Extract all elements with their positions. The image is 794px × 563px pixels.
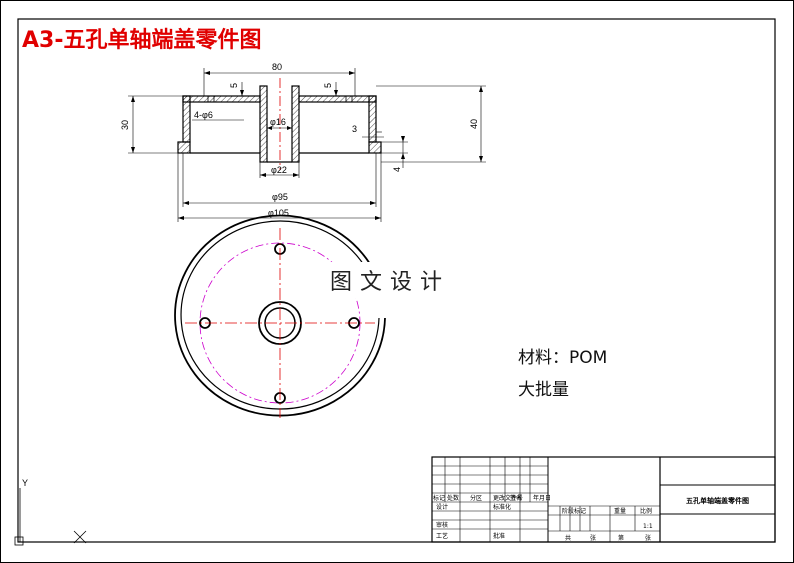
dimension-arrows — [131, 71, 483, 220]
dimension-lines — [128, 68, 486, 222]
tb-scale-value: 1:1 — [643, 523, 653, 530]
tb-label-total: 共 — [565, 534, 571, 542]
dim-30: 30 — [120, 120, 130, 130]
left-flange-section — [177, 141, 191, 154]
dim-80: 80 — [272, 62, 282, 72]
tb-label-sheet-no: 第 — [618, 534, 624, 542]
tb-label-stage: 阶段标记 — [562, 507, 586, 515]
tb-label-mark: 标记 — [433, 494, 445, 502]
left-wall-section — [182, 95, 191, 143]
dim-4: 4 — [392, 167, 402, 172]
tb-label-sheet: 张 — [645, 534, 651, 542]
note-material: 材料：POM — [518, 348, 607, 368]
dim-5-right: 5 — [323, 83, 333, 88]
right-wall-section — [368, 95, 377, 143]
sheet-inner-border — [17, 18, 776, 543]
right-flange-section — [368, 141, 382, 154]
tb-label-sign: 签名 — [510, 494, 522, 502]
title-block-labels: 标记 处数 分区 更改文件号 签名 年月日 设计 标准化 审核 工艺 批准 阶段… — [433, 494, 749, 542]
note-batch: 大批量 — [518, 380, 569, 400]
tb-label-count: 处数 — [447, 494, 459, 502]
dim-5-left: 5 — [229, 83, 239, 88]
hub-right-section — [291, 85, 300, 163]
tb-label-approve: 批准 — [493, 532, 505, 540]
section-view — [177, 85, 382, 163]
tb-label-sheets: 张 — [590, 534, 596, 542]
hub-left-section — [259, 85, 268, 163]
tb-label-std: 标准化 — [493, 503, 511, 511]
tb-label-weight: 重量 — [614, 507, 626, 515]
drawing-title: A3-五孔单轴端盖零件图 — [22, 27, 261, 53]
dim-40: 40 — [469, 119, 479, 129]
tb-label-date: 年月日 — [533, 494, 551, 502]
dim-bore: φ16 — [270, 117, 286, 127]
outer-rim — [174, 214, 386, 417]
top-plate-left-section — [182, 95, 261, 103]
title-block — [431, 456, 776, 543]
tb-label-scale: 比例 — [640, 507, 652, 515]
tb-part-name: 五孔单轴端盖零件图 — [686, 496, 749, 505]
top-plate-right-section — [298, 95, 377, 103]
dim-holes: 4-φ6 — [194, 110, 213, 120]
tb-label-zone: 分区 — [470, 494, 482, 502]
watermark: 图文设计 — [330, 270, 450, 295]
ucs-icon — [14, 488, 87, 546]
dim-phi105: φ105 — [268, 208, 289, 218]
tb-label-review: 审核 — [436, 521, 448, 529]
dim-3: 3 — [352, 124, 357, 134]
watermark-bg — [322, 262, 470, 298]
tb-label-change: 更改文件号 — [493, 494, 523, 502]
tb-label-design: 设计 — [436, 503, 448, 511]
tb-label-process: 工艺 — [436, 532, 448, 540]
ucs-y-label: Y — [22, 478, 28, 488]
dim-phi95: φ95 — [272, 192, 288, 202]
inner-rim — [180, 220, 380, 410]
dim-phi22: φ22 — [271, 165, 287, 175]
